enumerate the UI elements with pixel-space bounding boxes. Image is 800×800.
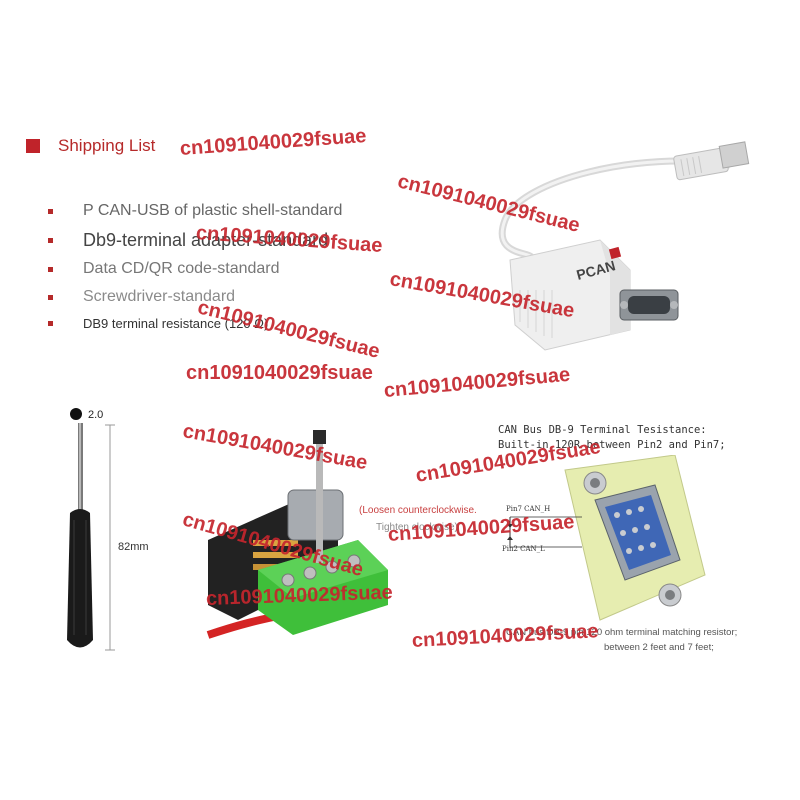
db9-connector-image [564,455,706,621]
bullet-icon [48,321,53,326]
pin-can-l-label: Pin2 CAN_L [502,545,545,553]
db9-title-line2: Built-in 120R between Pin2 and Pin7; [498,439,726,451]
watermark-text: cn1091040029fsuae [186,362,373,384]
list-item-text: Db9-terminal adapter-standard [83,230,329,250]
db9-note-line1: CAN bus DB-9 pin 120 ohm terminal matchi… [506,627,738,638]
flat-head-icon [70,408,82,420]
terminal-adapter-image [206,430,388,639]
db9-title: CAN Bus DB-9 Terminal Tesistance: Built-… [498,423,726,453]
list-item: DB9 terminal resistance (120 Ω) [48,316,268,331]
screwdriver-image [67,423,115,651]
list-item: Db9-terminal adapter-standard [48,230,328,251]
pin-can-h-label: Pin7 CAN_H [506,505,551,513]
list-item-text: Data CD/QR code-standard [83,260,280,277]
db9-note-line2: between 2 feet and 7 feet; [604,642,714,653]
list-item-text: Screwdriver-standard [83,288,236,305]
pcan-usb-image: PCAN [498,141,750,351]
pin-diagram-lines [507,516,582,548]
db9-title-line1: CAN Bus DB-9 Terminal Tesistance: [498,424,707,436]
title-marker [26,139,40,153]
loosen-instruction: (Loosen counterclockwise. [359,505,477,516]
bullet-icon [48,294,53,300]
bullet-icon [48,208,53,214]
tighten-instruction: Tighten clockwise) [376,522,458,533]
screwdriver-tip-size: 2.0 [88,409,104,421]
list-item: Data CD/QR code-standard [48,260,280,278]
list-item: Screwdriver-standard [48,288,235,306]
list-item-text: P CAN-USB of plastic shell-standard [83,202,343,219]
bullet-icon [48,266,53,272]
bullet-icon [48,238,53,243]
watermark-text: cn1091040029fsuae [179,124,368,160]
list-item-text: DB9 terminal resistance (120 Ω) [83,316,269,331]
screwdriver-length: 82mm [118,541,149,553]
page-title: Shipping List [58,136,156,155]
list-item: P CAN-USB of plastic shell-standard [48,202,342,220]
